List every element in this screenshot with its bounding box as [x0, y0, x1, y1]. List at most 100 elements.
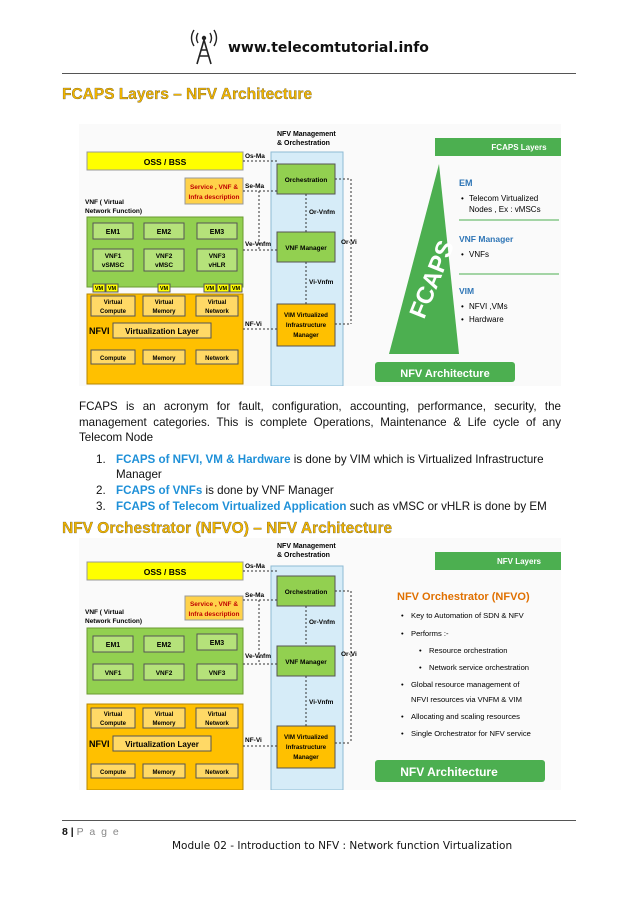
- svg-text:NF-Vi: NF-Vi: [245, 321, 262, 328]
- svg-text:VNF2: VNF2: [156, 253, 173, 260]
- svg-text:VM: VM: [206, 286, 215, 292]
- svg-text:VNF Manager: VNF Manager: [285, 659, 327, 666]
- svg-text:EM3: EM3: [210, 640, 225, 647]
- svg-text:NFVI: NFVI: [89, 326, 110, 336]
- svg-text:•: •: [401, 611, 404, 620]
- svg-text:VNF ( Virtual: VNF ( Virtual: [85, 199, 124, 206]
- svg-text:Infra description: Infra description: [189, 611, 240, 618]
- svg-text:Resource orchestration: Resource orchestration: [429, 646, 508, 655]
- svg-text:Compute: Compute: [100, 309, 127, 315]
- svg-text:vHLR: vHLR: [209, 262, 226, 269]
- svg-text:VNF Manager: VNF Manager: [285, 245, 327, 252]
- svg-text:Se-Ma: Se-Ma: [245, 183, 265, 190]
- svg-text:Virtual: Virtual: [155, 712, 174, 718]
- svg-text:VIM Virtualized: VIM Virtualized: [284, 734, 328, 741]
- svg-text:Or-Vnfm: Or-Vnfm: [309, 209, 335, 216]
- svg-text:Service , VNF &: Service , VNF &: [190, 184, 238, 191]
- svg-text:•: •: [419, 646, 422, 655]
- svg-text:Vi-Vnfm: Vi-Vnfm: [309, 279, 334, 286]
- svg-text:Allocating and scaling resourc: Allocating and scaling resources: [411, 712, 520, 721]
- antenna-signal-icon: [190, 29, 218, 65]
- svg-text:EM1: EM1: [106, 229, 121, 236]
- site-url[interactable]: www.telecomtutorial.info: [228, 40, 429, 56]
- svg-text:Key to Automation of SDN & NFV: Key to Automation of SDN & NFV: [411, 611, 525, 620]
- svg-text:Virtual: Virtual: [104, 300, 123, 306]
- svg-text:Se-Ma: Se-Ma: [245, 592, 265, 599]
- svg-text:VIM: VIM: [459, 286, 474, 296]
- list-item: 2.FCAPS of VNFs is done by VNF Manager: [96, 484, 334, 497]
- svg-text:vMSC: vMSC: [155, 262, 173, 269]
- svg-text:•: •: [419, 663, 422, 672]
- svg-text:EM1: EM1: [106, 642, 121, 649]
- svg-text:Nodes , Ex : vMSCs: Nodes , Ex : vMSCs: [469, 205, 541, 214]
- svg-text:Performs :-: Performs :-: [411, 629, 449, 638]
- svg-text:VNF ( Virtual: VNF ( Virtual: [85, 609, 124, 616]
- svg-text:Network Function): Network Function): [85, 208, 142, 215]
- page-number: 8 | P a g e: [62, 826, 121, 838]
- svg-text:•: •: [401, 729, 404, 738]
- list-item: 1.FCAPS of NFVI, VM & Hardware is done b…: [96, 453, 544, 481]
- svg-text:NFVI ,VMs: NFVI ,VMs: [469, 302, 508, 311]
- svg-text:VM: VM: [232, 286, 241, 292]
- svg-text:Network: Network: [205, 309, 229, 315]
- svg-text:VM: VM: [160, 286, 169, 292]
- svg-text:Service , VNF &: Service , VNF &: [190, 601, 238, 608]
- svg-text:Infrastructure: Infrastructure: [286, 744, 327, 751]
- svg-text:Virtual: Virtual: [208, 300, 227, 306]
- svg-text:•: •: [461, 302, 464, 311]
- svg-text:Virtual: Virtual: [104, 712, 123, 718]
- svg-text:Virtual: Virtual: [208, 712, 227, 718]
- svg-text:Network: Network: [205, 721, 229, 727]
- svg-text:NFV Management: NFV Management: [277, 543, 336, 550]
- svg-text:VNF1: VNF1: [105, 253, 122, 260]
- svg-text:•: •: [401, 680, 404, 689]
- svg-text:VIM Virtualized: VIM Virtualized: [284, 312, 328, 319]
- svg-text:VM: VM: [219, 286, 228, 292]
- nfvo-architecture-figure: NFV Management & Orchestration OSS / BSS…: [79, 538, 561, 790]
- svg-text:Telecom Virtualized: Telecom Virtualized: [469, 194, 538, 203]
- svg-text:EM2: EM2: [157, 229, 172, 236]
- svg-text:•: •: [461, 194, 464, 203]
- nfvo-title: NFV Orchestrator (NFVO): [397, 591, 530, 603]
- svg-text:EM3: EM3: [210, 229, 225, 236]
- svg-text:•: •: [401, 712, 404, 721]
- footer-title: Module 02 - Introduction to NFV : Networ…: [172, 840, 513, 852]
- svg-text:Or-Vi: Or-Vi: [341, 239, 357, 246]
- svg-text:FCAPS Layers: FCAPS Layers: [491, 143, 547, 152]
- svg-text:Infrastructure: Infrastructure: [286, 322, 327, 329]
- svg-text:EM: EM: [459, 178, 473, 188]
- svg-text:Memory: Memory: [152, 309, 176, 315]
- mano-title: NFV Management: [277, 131, 336, 138]
- svg-text:Infra description: Infra description: [189, 194, 240, 201]
- list-item: 3.FCAPS of Telecom Virtualized Applicati…: [96, 500, 547, 513]
- svg-text:NFV Architecture: NFV Architecture: [400, 765, 498, 779]
- svg-text:•: •: [461, 315, 464, 324]
- svg-text:Memory: Memory: [152, 356, 176, 362]
- svg-text:VM: VM: [95, 286, 104, 292]
- svg-text:VNF2: VNF2: [156, 670, 173, 677]
- svg-text:Compute: Compute: [100, 721, 127, 727]
- svg-text:& Orchestration: & Orchestration: [277, 140, 330, 147]
- svg-text:Compute: Compute: [100, 770, 127, 776]
- svg-text:Manager: Manager: [293, 332, 319, 339]
- svg-text:Memory: Memory: [152, 721, 176, 727]
- svg-text:VNF1: VNF1: [105, 670, 122, 677]
- svg-text:Or-Vi: Or-Vi: [341, 651, 357, 658]
- svg-text:Compute: Compute: [100, 356, 127, 362]
- section-heading-fcaps: FCAPS Layers – NFV Architecture: [62, 86, 313, 103]
- svg-text:Orchestration: Orchestration: [285, 589, 328, 596]
- svg-text:& Orchestration: & Orchestration: [277, 552, 330, 559]
- nfv-architecture-banner: NFV Architecture: [400, 368, 489, 380]
- svg-text:Ve-Vnfm: Ve-Vnfm: [245, 241, 271, 248]
- svg-text:VNF3: VNF3: [209, 670, 226, 677]
- fcaps-architecture-figure: NFV Management & Orchestration OSS / BSS…: [79, 124, 561, 386]
- section-heading-nfvo: NFV Orchestrator (NFVO) – NFV Architectu…: [62, 520, 393, 537]
- svg-text:NFV Layers: NFV Layers: [497, 557, 542, 566]
- svg-text:Ve-Vnfm: Ve-Vnfm: [245, 653, 271, 660]
- svg-text:Virtualization Layer: Virtualization Layer: [125, 327, 199, 336]
- svg-text:Memory: Memory: [152, 770, 176, 776]
- svg-text:vSMSC: vSMSC: [102, 262, 125, 269]
- svg-text:Hardware: Hardware: [469, 315, 504, 324]
- svg-text:•: •: [461, 250, 464, 259]
- svg-text:Network service orchestration: Network service orchestration: [429, 663, 529, 672]
